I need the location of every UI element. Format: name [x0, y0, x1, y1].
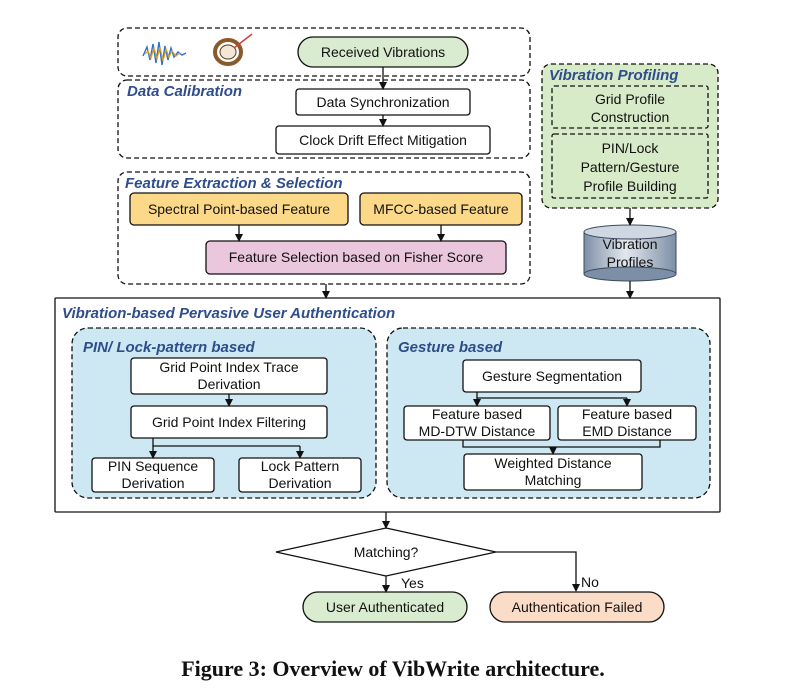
user-authenticated-label: User Authenticated — [326, 599, 444, 615]
grid-profile-label-2: Construction — [591, 109, 670, 125]
no-label: No — [581, 574, 599, 590]
received-vibrations-label: Received Vibrations — [321, 44, 445, 60]
lock-pattern-label-2: Derivation — [268, 475, 331, 491]
pin-sequence-label-1: PIN Sequence — [108, 458, 198, 474]
authentication-failed-label: Authentication Failed — [512, 599, 643, 615]
database-cylinder-icon — [583, 224, 677, 282]
vibration-profiles-label-2: Profiles — [607, 254, 654, 270]
weighted-matching-label-2: Matching — [525, 472, 582, 488]
grid-trace-label-2: Derivation — [197, 376, 260, 392]
profile-building-label-3: Profile Building — [583, 178, 676, 194]
gesture-segmentation-label: Gesture Segmentation — [482, 368, 622, 384]
authentication-heading: Vibration-based Pervasive User Authentic… — [62, 305, 395, 322]
grid-profile-node — [551, 85, 709, 129]
figure-caption: Figure 3: Overview of VibWrite architect… — [181, 656, 605, 681]
mddtw-distance-label-2: MD-DTW Distance — [419, 423, 536, 439]
pin-sequence-label-2: Derivation — [121, 475, 184, 491]
vibration-profiles-label-1: Vibration — [602, 236, 657, 252]
feature-extraction-group — [117, 171, 531, 285]
spectral-feature-label: Spectral Point-based Feature — [148, 201, 330, 217]
emd-distance-label-2: EMD Distance — [582, 423, 672, 439]
gesture-heading: Gesture based — [398, 339, 503, 356]
feature-extraction-heading: Feature Extraction & Selection — [125, 175, 343, 192]
profile-building-node — [551, 133, 709, 199]
data-synchronization-label: Data Synchronization — [316, 94, 449, 110]
grid-filtering-label: Grid Point Index Filtering — [152, 414, 306, 430]
input-group — [117, 27, 531, 77]
vibration-waveform-icon — [142, 41, 187, 66]
authentication-failed-node — [489, 591, 665, 623]
weighted-matching-label-1: Weighted Distance — [494, 455, 611, 471]
data-calibration-heading: Data Calibration — [127, 83, 242, 100]
profile-building-label-2: Pattern/Gesture — [581, 159, 680, 175]
grid-profile-label-1: Grid Profile — [595, 91, 665, 107]
vibration-profiling-heading: Vibration Profiling — [549, 67, 678, 84]
pin-lockpattern-heading: PIN/ Lock-pattern based — [83, 339, 256, 356]
mddtw-distance-label-1: Feature based — [432, 406, 522, 422]
fisher-score-node — [205, 240, 507, 275]
matching-decision-label: Matching? — [354, 544, 419, 560]
connectors — [149, 67, 661, 593]
grid-trace-label-1: Grid Point Index Trace — [159, 359, 299, 375]
clock-drift-label: Clock Drift Effect Mitigation — [299, 132, 467, 148]
fisher-score-label: Feature Selection based on Fisher Score — [229, 249, 484, 265]
emd-distance-label-1: Feature based — [582, 406, 672, 422]
data-calibration-group — [117, 79, 531, 159]
yes-label: Yes — [401, 575, 424, 591]
vibration-profiling-group — [541, 63, 719, 209]
smartwatch-ring-icon — [213, 33, 253, 66]
lock-pattern-label-1: Lock Pattern — [261, 458, 340, 474]
gesture-segmentation-node — [462, 359, 642, 393]
mfcc-feature-label: MFCC-based Feature — [373, 201, 509, 217]
profile-building-label-1: PIN/Lock — [602, 140, 660, 156]
